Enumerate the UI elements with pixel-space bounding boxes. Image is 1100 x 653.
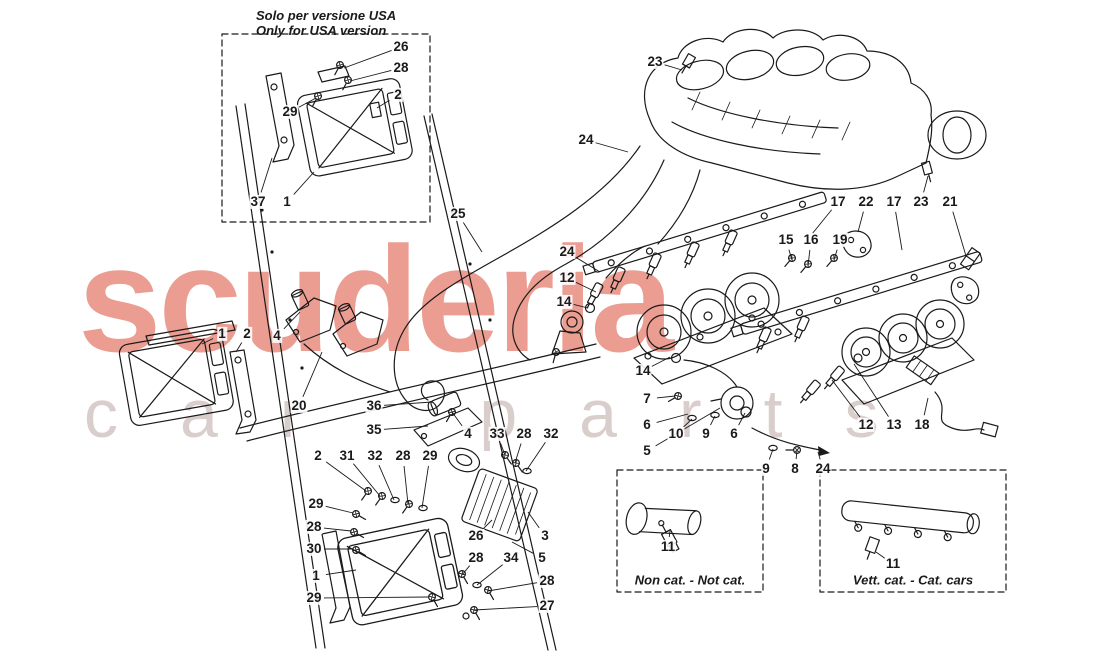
air-sensor-assembly xyxy=(447,447,538,542)
usa-version-note-line1: Solo per versione USA xyxy=(256,8,397,23)
body-frame-lines xyxy=(235,103,601,651)
intake-manifold xyxy=(643,28,987,190)
cat-caption: Vett. cat. - Cat. cars xyxy=(852,572,974,588)
usa-version-note: Solo per versione USA Only for USA versi… xyxy=(256,8,396,39)
pressure-regulator-group xyxy=(666,352,830,456)
cat-box xyxy=(819,469,1007,593)
vacuum-hoses xyxy=(393,145,701,411)
cat-thermo-sensor xyxy=(864,536,881,560)
non-cat-caption: Non cat. - Not cat. xyxy=(634,572,746,588)
air-temp-sensor xyxy=(681,53,697,74)
throttle-bodies-left xyxy=(633,272,793,385)
left-ecu xyxy=(117,320,257,435)
fuel-rails xyxy=(549,191,983,406)
inlet-sensor xyxy=(920,160,933,183)
coil-brackets xyxy=(285,288,391,393)
throttle-bodies-right xyxy=(781,230,999,438)
usa-version-box xyxy=(221,33,431,223)
bottom-ecu xyxy=(321,485,498,628)
cold-start-valve xyxy=(905,355,940,386)
sensor-bracket xyxy=(413,391,483,447)
usa-version-note-line2: Only for USA version xyxy=(256,23,387,39)
